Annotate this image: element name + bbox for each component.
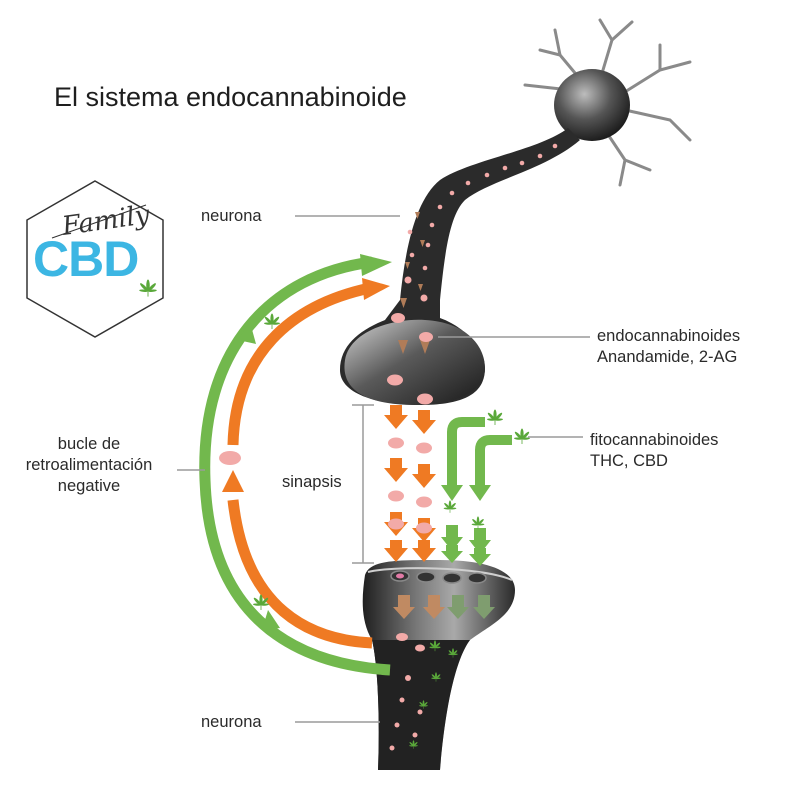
receptors (390, 570, 487, 584)
synapse-endocannabinoid-arrows (384, 405, 436, 562)
logo-hexagon (26, 180, 164, 338)
leader-lines (177, 215, 590, 723)
axon-small-arrows (398, 212, 430, 354)
feedback-loop (199, 254, 392, 676)
label-loop-line1: bucle de (57, 435, 121, 453)
logo-brand-text: CBD (33, 231, 139, 287)
logo (26, 180, 164, 338)
feedback-arc-orange-upper (227, 282, 372, 446)
label-neuron-bottom: neurona (201, 713, 262, 731)
neuron-soma (554, 69, 630, 141)
terminal-vesicles (387, 313, 433, 405)
label-feedback-loop: bucle de retroalimentación negative (4, 434, 174, 497)
label-loop-line3: negative (57, 477, 121, 495)
page-title: El sistema endocannabinoide (54, 82, 407, 112)
axon-terminal (344, 319, 485, 405)
postsynaptic-vesicles (389, 633, 425, 751)
neuron-cell-icon (523, 18, 692, 187)
hemp-leaf-icon (486, 409, 504, 425)
feedback-arc-orange-lower (227, 499, 373, 649)
label-endo-line1: endocannabinoides (597, 327, 741, 345)
synapse-phytocannabinoid-arrows (441, 417, 512, 566)
label-phytocannabinoids: fitocannabinoides THC, CBD (590, 430, 718, 472)
synapse-bracket (352, 404, 374, 564)
feedback-vesicle (219, 451, 241, 465)
label-neuron-top: neurona (201, 207, 262, 225)
hemp-leaf-icon (443, 500, 457, 513)
hemp-leaf-icon (471, 516, 485, 529)
label-endocannabinoids: endocannabinoides Anandamide, 2-AG (597, 326, 740, 368)
logo-flourish (51, 204, 147, 239)
label-phyto-line1: fitocannabinoides (590, 431, 719, 449)
feedback-arc-green (199, 256, 391, 676)
label-endo-line2: Anandamide, 2-AG (597, 348, 738, 366)
label-phyto-line2: THC, CBD (590, 452, 668, 470)
postsynaptic-signal-arrows (393, 595, 495, 619)
postsynaptic-axon (372, 640, 470, 770)
hemp-leaf-icon (513, 428, 531, 444)
axon-vesicles (404, 143, 558, 302)
label-synapse: sinapsis (282, 473, 342, 491)
label-loop-line2: retroalimentación (25, 456, 153, 474)
